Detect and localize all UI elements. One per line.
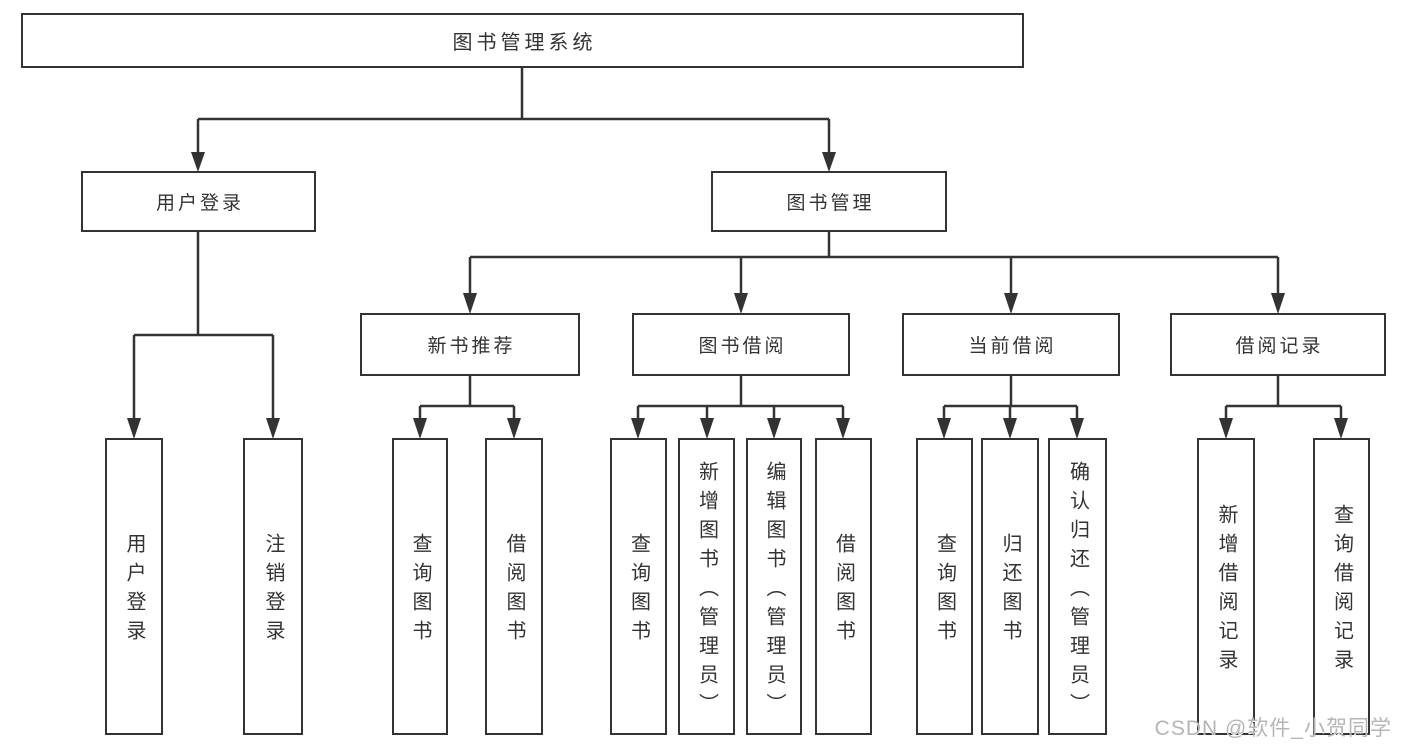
leaf-confirm-return-admin: 确认归还（管理员） [1048,438,1107,735]
node-borrow-records: 借阅记录 [1170,313,1386,376]
leaf-borrow-edit-admin-label: 编辑图书（管理员） [763,460,785,722]
node-current-borrow-label: 当前借阅 [968,336,1057,357]
leaf-borrow-query: 查询图书 [610,438,667,735]
node-user-login-label: 用户登录 [155,193,244,214]
node-new-book-recommend: 新书推荐 [360,313,580,376]
leaf-user-login: 用户登录 [105,438,163,735]
node-borrow-records-label: 借阅记录 [1235,336,1324,357]
leaf-borrow-add-admin: 新增图书（管理员） [678,438,735,735]
leaf-newbook-query: 查询图书 [392,438,448,735]
node-book-borrow-label: 图书借阅 [698,336,787,357]
node-book-management: 图书管理 [711,171,947,232]
leaf-borrow-query-label: 查询图书 [627,533,650,649]
leaf-logout: 注销登录 [243,438,303,735]
leaf-borrow-book-label: 借阅图书 [832,533,855,649]
leaf-record-add: 新增借阅记录 [1197,438,1255,735]
leaf-record-add-label: 新增借阅记录 [1215,504,1237,678]
node-root: 图书管理系统 [21,13,1024,68]
leaf-newbook-query-label: 查询图书 [409,533,431,649]
leaf-borrow-edit-admin: 编辑图书（管理员） [746,438,802,735]
leaf-confirm-return-admin-label: 确认归还（管理员） [1066,460,1089,722]
leaf-return-book: 归还图书 [981,438,1039,735]
node-user-login: 用户登录 [81,171,316,232]
leaf-borrow-add-admin-label: 新增图书（管理员） [695,460,718,722]
leaf-newbook-borrow: 借阅图书 [485,438,543,735]
node-current-borrow: 当前借阅 [902,313,1120,376]
node-book-management-label: 图书管理 [786,193,875,214]
leaf-return-book-label: 归还图书 [999,533,1021,649]
leaf-newbook-borrow-label: 借阅图书 [503,533,525,649]
leaf-logout-label: 注销登录 [262,533,284,649]
leaf-record-query: 查询借阅记录 [1313,438,1370,735]
leaf-current-query-label: 查询图书 [933,533,956,649]
node-root-label: 图书管理系统 [452,32,597,54]
leaf-user-login-label: 用户登录 [123,533,145,649]
csdn-watermark: CSDN @软件_小贺同学 [1154,717,1392,740]
node-new-book-recommend-label: 新书推荐 [427,336,516,357]
leaf-borrow-book: 借阅图书 [815,438,872,735]
leaf-record-query-label: 查询借阅记录 [1330,504,1353,678]
node-book-borrow: 图书借阅 [632,313,850,376]
arrowheads [127,152,1348,439]
leaf-current-query: 查询图书 [916,438,973,735]
